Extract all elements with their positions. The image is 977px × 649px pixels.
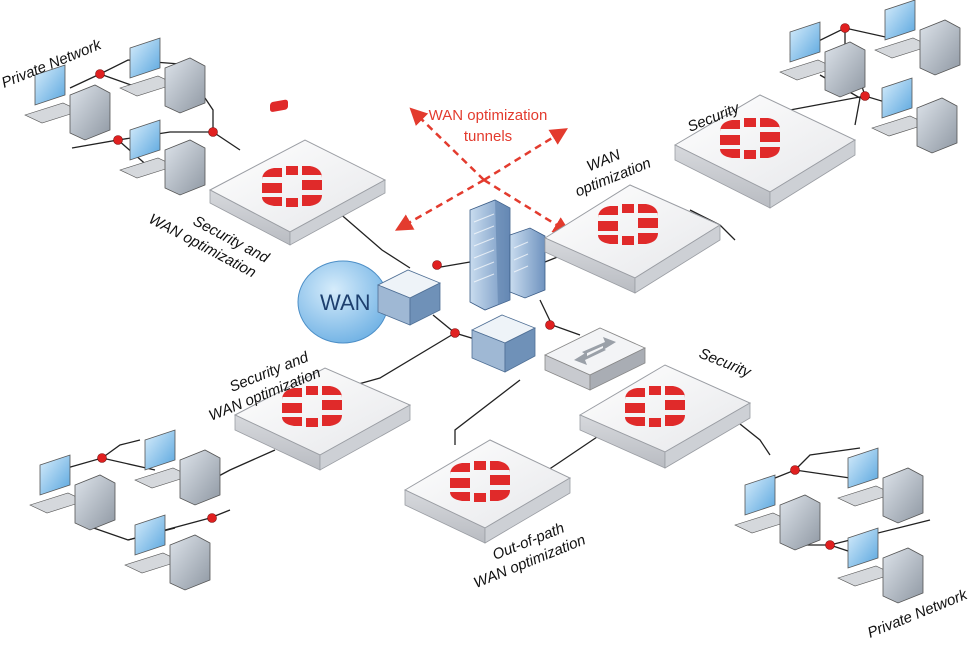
fortigate-appliance-bl [233,367,412,471]
workstation-icon [779,21,866,98]
wan-cloud-label: WAN [320,290,371,315]
router-icon [377,269,441,326]
link-dot [450,328,460,338]
link-dots [95,23,870,550]
link-dot [840,23,850,33]
workstation-icon [124,514,211,591]
fortinet-logo-icon [450,461,510,502]
fortinet-logo-icon [262,166,322,207]
workstation-icon [871,77,958,154]
fortigate-appliance-tr-security [673,94,857,209]
link-dot [860,91,870,101]
router-icon [471,314,536,373]
wan-tunnel-arrows [394,107,571,234]
workstation-icon [24,64,111,141]
fortigate-appliance-tl [208,99,387,246]
workstation-icon [837,527,924,604]
fortinet-logo-icon [282,386,342,427]
wan-cloud: WAN [297,260,389,344]
link-dot [790,465,800,475]
office-tower-icon [469,199,546,311]
workstation-icon [134,429,221,506]
label-wan-tunnels-line2: tunnels [464,128,512,145]
link-dot [97,453,107,463]
link-dot [95,69,105,79]
link-dot [208,127,218,137]
link-dot [545,320,555,330]
fortigate-appliance-br-security [578,364,752,469]
label-br-security: Security [697,345,755,382]
fortinet-logo-icon [270,99,288,112]
fortigate-appliance-wan-opt [543,184,722,294]
workstation-icon [837,447,924,524]
workstation-icon [734,474,821,551]
link-dot [113,135,123,145]
workstation-icon [29,454,116,531]
workstation-icon [874,0,961,76]
link-dot [207,513,217,523]
fortinet-logo-icon [720,118,780,159]
switch-icon [544,327,646,391]
fortigate-appliance-out-of-path [403,439,572,544]
fortinet-logo-icon [598,204,658,245]
workstation-icon [119,119,206,196]
workstations [24,0,961,604]
workstation-icon [119,37,206,114]
label-wan-tunnels-line1: WAN optimization [429,107,548,124]
fortinet-logo-icon [625,386,685,427]
link-dot [432,260,442,270]
link-dot [825,540,835,550]
